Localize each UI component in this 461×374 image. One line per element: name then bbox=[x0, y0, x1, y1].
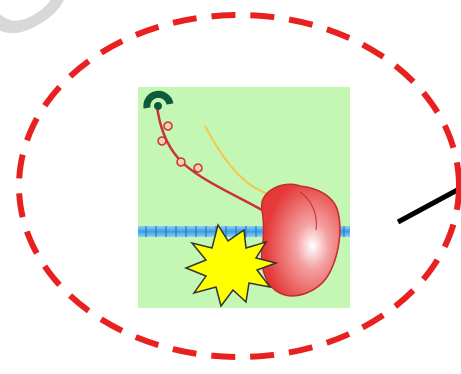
pointer-line bbox=[398, 188, 461, 222]
